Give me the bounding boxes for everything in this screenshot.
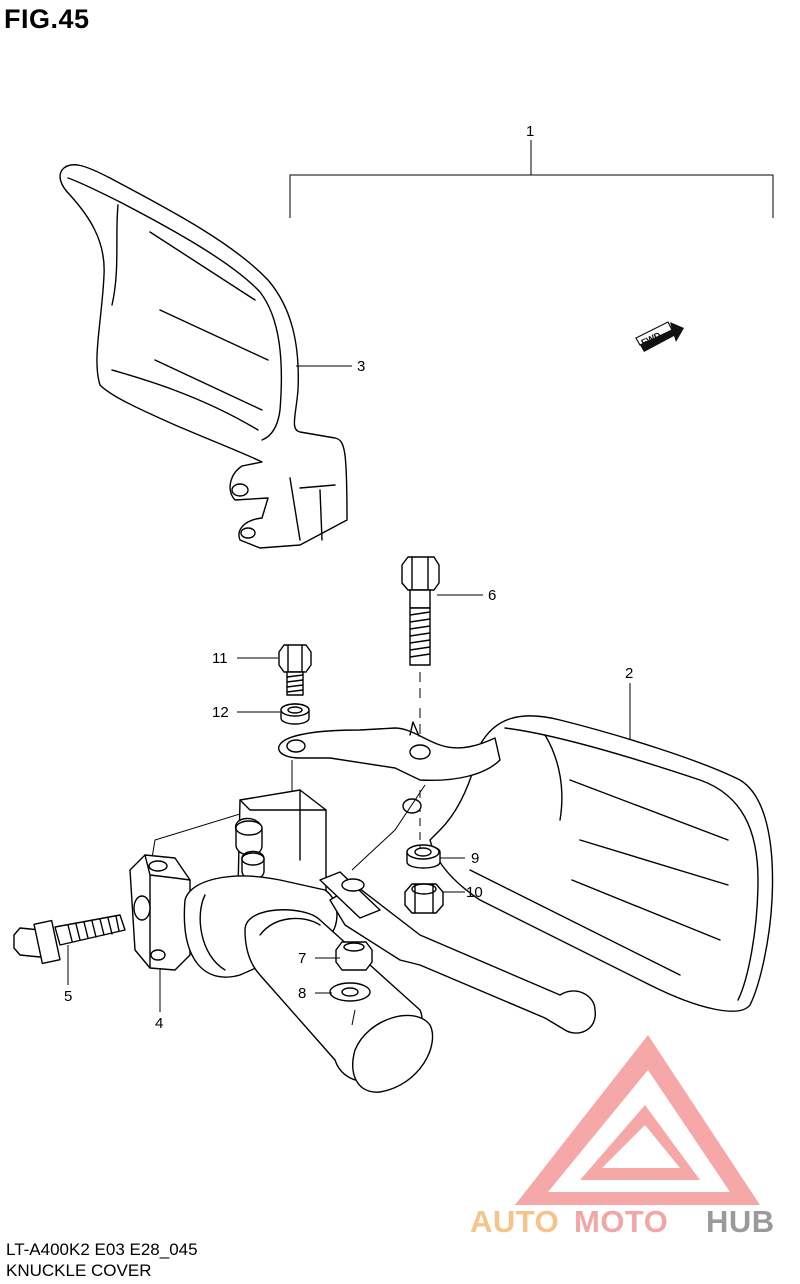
collar-9 xyxy=(406,844,441,869)
bolt-clamp xyxy=(13,914,126,965)
callout-1: 1 xyxy=(526,123,534,140)
callout-8: 8 xyxy=(298,985,306,1002)
bolt-short xyxy=(278,644,312,696)
knuckle-guard-left xyxy=(59,164,348,549)
washer-8 xyxy=(329,982,371,1026)
assembly-bracket-1 xyxy=(289,140,774,218)
watermark-logo xyxy=(515,1035,760,1205)
figure-title: FIG.45 xyxy=(4,4,90,34)
footer-section-name: KNUCKLE COVER xyxy=(6,1261,152,1280)
watermark-hub: HUB xyxy=(706,1204,775,1239)
callout-6: 6 xyxy=(488,587,496,604)
lever-holder xyxy=(129,789,596,1093)
callout-leaders xyxy=(67,365,631,1012)
callout-2: 2 xyxy=(625,665,633,682)
callout-11: 11 xyxy=(212,650,228,667)
callout-12: 12 xyxy=(212,704,229,721)
callout-3: 3 xyxy=(357,358,365,375)
watermark-moto: MOTO xyxy=(574,1204,668,1239)
nut-10 xyxy=(404,883,444,914)
callout-labels: 1 2 3 4 5 6 7 8 9 10 11 12 xyxy=(64,123,633,1032)
callout-10: 10 xyxy=(466,884,483,901)
watermark-text: AUTO MOTO HUB xyxy=(470,1204,775,1239)
fwd-arrow-icon: FWD xyxy=(635,321,684,352)
watermark-auto: AUTO xyxy=(470,1204,559,1239)
callout-7: 7 xyxy=(298,950,306,967)
collar-12 xyxy=(280,703,310,725)
callout-9: 9 xyxy=(471,850,479,867)
knuckle-guard-right xyxy=(278,715,774,1012)
nut-7 xyxy=(335,941,373,971)
callout-5: 5 xyxy=(64,988,72,1005)
footer-model-code: LT-A400K2 E03 E28_045 xyxy=(6,1240,198,1259)
bolt-long xyxy=(401,556,440,735)
callout-4: 4 xyxy=(155,1015,163,1032)
